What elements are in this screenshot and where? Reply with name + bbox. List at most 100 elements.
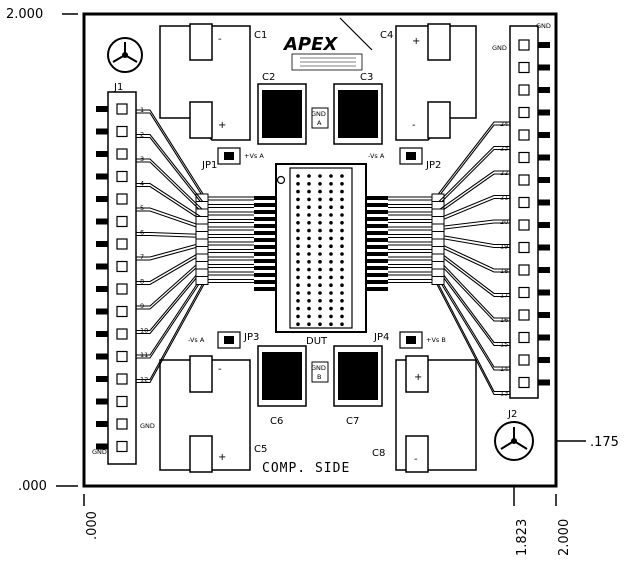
dut-pin [307, 213, 311, 217]
gnd-label-right: GND [536, 22, 551, 30]
signal-traces [136, 109, 510, 396]
pin-number-right: 16 [500, 316, 508, 324]
dut-pin [307, 322, 311, 327]
dut-pin [307, 244, 311, 248]
dut-pin [307, 306, 311, 311]
trace-right [388, 241, 510, 270]
dut-pin [329, 291, 333, 295]
dut-label: DUT [306, 336, 328, 347]
pin-number-right: 15 [500, 341, 508, 349]
dut-pin [318, 189, 322, 194]
c8-minus: - [414, 454, 418, 465]
right-header-pin-pad [518, 61, 530, 74]
dut-pin [307, 291, 311, 295]
dut-pin [318, 260, 322, 264]
trace-right-pair [388, 266, 510, 347]
j1-pin-tab [96, 286, 108, 292]
dut-right-pin [366, 238, 388, 242]
right-header-pin-pad [518, 151, 530, 164]
dut-pin [340, 283, 344, 288]
trace-left-pair [136, 210, 254, 231]
dut-pin [318, 283, 322, 288]
resistor-pad-left [195, 216, 209, 225]
pin-number-right: 22 [500, 169, 508, 177]
dut-pin [340, 291, 344, 295]
trace-right [388, 263, 510, 344]
dim-x-right-label: 2.000 [557, 519, 572, 556]
dut-right-pin [366, 203, 388, 207]
dut-pin [318, 322, 322, 327]
gnd-pad-b: GND B [311, 361, 329, 383]
resistor-pad-left [195, 253, 209, 263]
dut-pin [329, 283, 333, 288]
dut-pin [340, 322, 344, 327]
right-header-pin-tab [538, 289, 550, 296]
dut-pin [296, 283, 300, 288]
j1-pin-pad [116, 283, 128, 295]
j2-label: J2 [507, 409, 517, 420]
connector-j1 [96, 91, 137, 465]
dut-pin [296, 174, 300, 178]
trace-left [136, 182, 254, 221]
right-header-pin-tab [538, 379, 550, 386]
j1-pin-pad [116, 418, 128, 430]
dut-pin [296, 197, 300, 202]
dut-pin [318, 236, 322, 241]
dut-pin [307, 189, 311, 194]
trace-right-pair [388, 148, 510, 209]
dut-pin [340, 221, 344, 225]
c6-label: C6 [270, 416, 283, 427]
j1-pin-tab [96, 376, 108, 382]
j1-pin-pad [116, 440, 128, 453]
dut-pin [329, 213, 333, 217]
dut-pin [318, 213, 322, 217]
dut-pin [307, 299, 311, 303]
trace-right-pair [388, 259, 510, 322]
resistor-pad-left [195, 261, 209, 270]
right-header-pin-tab [538, 132, 550, 138]
dut-pin [307, 252, 311, 256]
dut-pin [318, 291, 322, 295]
trace-left-pair [136, 259, 254, 310]
dut-pin [318, 267, 322, 272]
trace-left [136, 133, 254, 206]
dut-pin [329, 189, 333, 194]
right-header-pin-pad [518, 196, 530, 209]
dut-right-pin [366, 266, 388, 270]
dut-pin [307, 267, 311, 272]
resistor-pad-left [195, 208, 209, 218]
resistor-pad-left [195, 238, 209, 248]
vs-label-bottom-left: -Vs A [188, 336, 205, 344]
resistor-pad-left [195, 276, 209, 285]
trace-left [136, 109, 254, 198]
j1-pin-tab [96, 308, 108, 315]
pin-number-right: 24 [500, 120, 508, 128]
svg-text:GND: GND [311, 364, 326, 372]
resistor-pad-right [431, 216, 445, 225]
dut-pin [318, 252, 322, 256]
mounting-hole-j2 [494, 421, 534, 461]
trace-right [388, 278, 510, 393]
c8-label: C8 [372, 448, 385, 459]
right-header-pin-pad [518, 331, 530, 344]
dut-pin [329, 174, 333, 178]
right-header-pin-pad [518, 286, 530, 299]
capacitor-c6 [257, 345, 307, 407]
dut-pin [329, 260, 333, 264]
right-header-pin-tab [538, 312, 550, 318]
dut-left-pin [254, 238, 276, 242]
trace-left [136, 248, 254, 283]
dut-pin [340, 213, 344, 217]
pin-number-right: 13 [500, 390, 508, 398]
dut-pin [318, 228, 322, 233]
dut-pin [329, 299, 333, 303]
trace-right [388, 248, 510, 295]
right-header-pin-pad [518, 106, 530, 119]
dut-pin [329, 244, 333, 248]
j1-pin-pad [116, 103, 128, 115]
dut-pin [340, 197, 344, 202]
pin-number-right: 19 [500, 243, 508, 251]
dut-pin [318, 306, 322, 311]
dut-pin [307, 228, 311, 233]
